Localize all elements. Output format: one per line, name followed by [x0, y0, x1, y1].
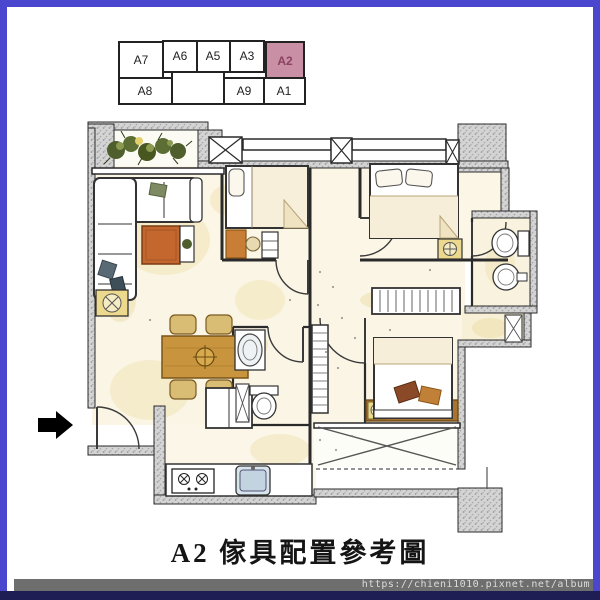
- key-plan-label-a9: A9: [237, 84, 252, 98]
- utility-room-cabinet: [504, 314, 523, 343]
- window-bands: [91, 138, 461, 429]
- column-bottom-right: [457, 487, 503, 533]
- floor-dots: [148, 268, 432, 452]
- nightstand-lamp-master: [437, 238, 463, 260]
- dining-table: [161, 335, 249, 379]
- key-plan-unit-a2-highlighted: [265, 41, 305, 81]
- wall-bath2-right: [529, 210, 538, 314]
- shaft-x-1: [208, 136, 243, 164]
- single-bed-bedroom3: [373, 337, 453, 419]
- study-desk-middle: [225, 229, 279, 259]
- bedroom2-door: [275, 259, 309, 295]
- key-plan: [118, 40, 306, 105]
- walls-interior: [220, 168, 508, 467]
- ac-ledge-left: [242, 138, 332, 151]
- key-plan-labels: A7 A6 A5 A3 A2 A8 A9 A1: [134, 49, 293, 98]
- washbasin-bath1: [234, 329, 266, 371]
- single-bed-middle: [225, 165, 310, 229]
- watermark-url-text: https://chieni1010.pixnet.net/album: [361, 579, 590, 590]
- key-plan-label-a6: A6: [173, 49, 188, 63]
- l-shaped-sofa: [93, 177, 203, 301]
- key-plan-label-a1: A1: [277, 84, 292, 98]
- ledge-bottom: [313, 488, 459, 498]
- wall-entry-bottom: [87, 445, 165, 456]
- kitchen-sink: [235, 465, 271, 496]
- wall-top: [197, 160, 509, 169]
- bathroom1-door: [267, 326, 304, 363]
- toilet-bath2: [491, 228, 530, 258]
- balcony-cross-brace: [316, 426, 488, 489]
- coffee-table: [141, 225, 181, 265]
- tall-closet-hall: [311, 324, 329, 414]
- key-plan-label-a5: A5: [206, 49, 221, 63]
- entrance-arrow: [38, 411, 73, 439]
- wall-right-upper: [500, 167, 510, 217]
- watermark-url-bar: https://chieni1010.pixnet.net/album: [14, 579, 593, 591]
- wall-utility-bottom: [457, 339, 532, 348]
- planter-plants: [103, 130, 193, 166]
- utility-cabinet-bath1: [235, 383, 250, 423]
- toilet-bath1: [249, 385, 279, 420]
- wall-bath2-bottom: [464, 305, 538, 314]
- wardrobe-master: [371, 287, 461, 315]
- wall-kitchen-left: [153, 405, 166, 505]
- wall-bath2-top: [471, 210, 538, 219]
- side-table: [95, 289, 129, 317]
- key-plan-label-a8: A8: [138, 84, 153, 98]
- entry-door: [96, 406, 140, 450]
- tv-stand-plant: [179, 225, 195, 263]
- bottom-navy-bar: [0, 591, 600, 600]
- key-plan-label-a3: A3: [240, 49, 255, 63]
- shaft-x-2: [330, 137, 353, 164]
- key-plan-label-a2: A2: [277, 54, 293, 68]
- double-bed-master: [369, 163, 460, 239]
- ac-ledge-right: [351, 138, 447, 151]
- stove: [171, 468, 215, 494]
- window-living-north: [91, 167, 225, 175]
- service-shafts: [208, 136, 460, 165]
- key-plan-unit-a3: [229, 40, 265, 73]
- shaft-x-3: [445, 139, 460, 165]
- key-plan-label-a7: A7: [134, 53, 149, 67]
- key-plan-core: [171, 71, 225, 105]
- key-plan-unit-a1: [263, 77, 306, 105]
- window-bedroom3-south: [313, 422, 461, 429]
- washbasin-bath2: [492, 263, 528, 291]
- wall-bedroom3-right: [457, 346, 466, 470]
- plan-caption: A2 傢具配置參考圖: [170, 538, 430, 568]
